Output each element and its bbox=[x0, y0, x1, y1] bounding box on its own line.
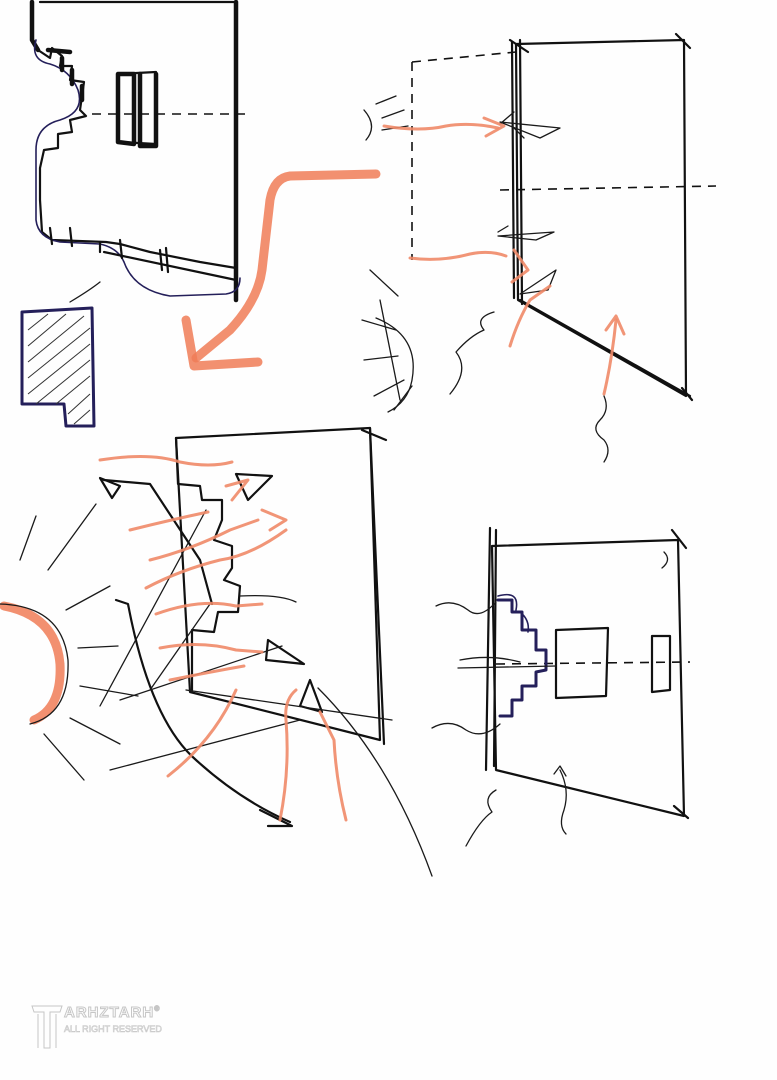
plan-sketch-top-left bbox=[29, 0, 250, 303]
watermark-tagline: ALL RIGHT RESERVED bbox=[64, 1024, 162, 1035]
section-sketch-bottom-right bbox=[431, 526, 691, 847]
perspective-sketch-middle-left bbox=[0, 426, 433, 877]
hatched-section bbox=[20, 281, 101, 428]
tarh-column-logo-icon bbox=[31, 1005, 63, 1049]
watermark-brand: ARHZTARH® bbox=[63, 1004, 161, 1022]
registered-symbol: ® bbox=[154, 1006, 161, 1014]
elevation-sketch-top-right bbox=[361, 32, 717, 463]
orange-transition-arrow bbox=[181, 169, 381, 371]
watermark: ARHZTARH® ALL RIGHT RESERVED bbox=[30, 1000, 190, 1052]
